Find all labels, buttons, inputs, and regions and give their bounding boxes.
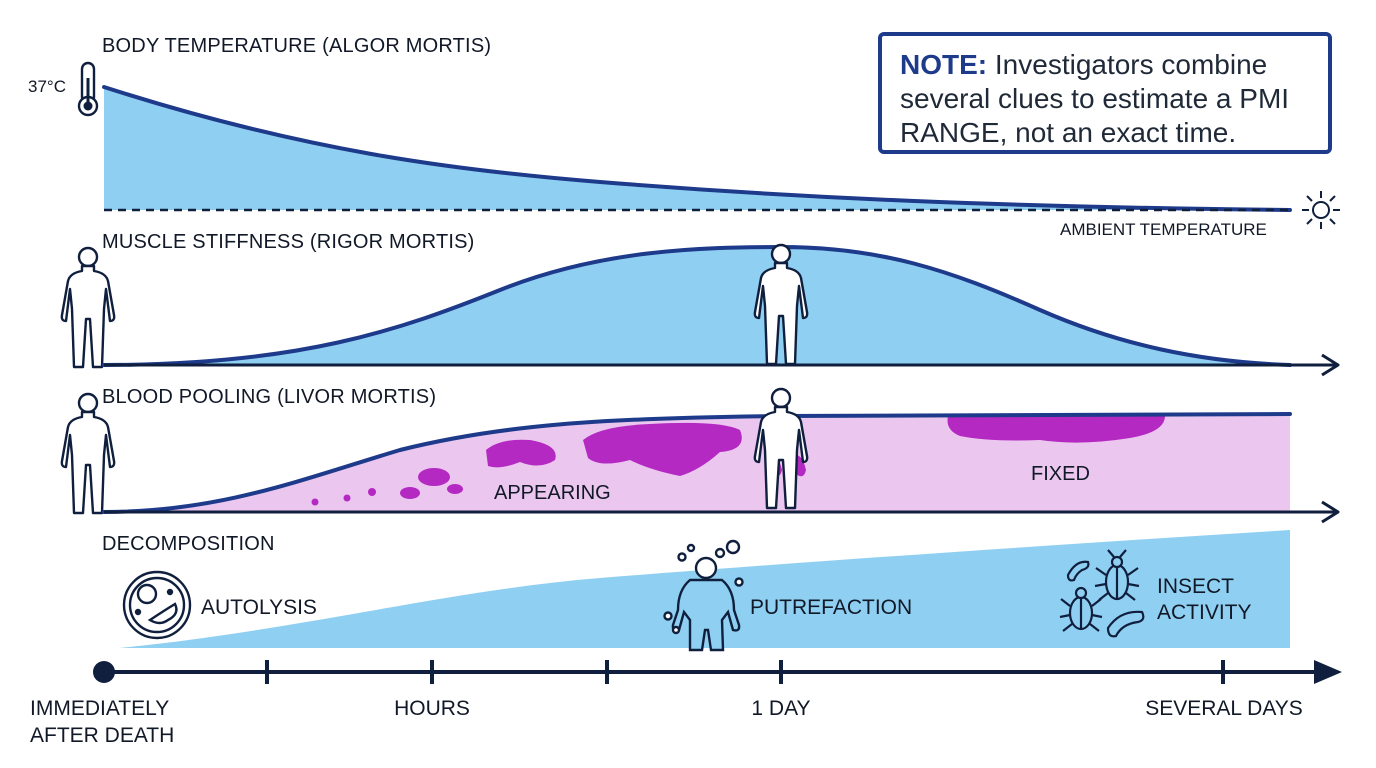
- livor-axis-arrow: [1321, 500, 1340, 524]
- rigor-curve: [102, 244, 1292, 367]
- timeline-label-hours: HOURS: [394, 697, 470, 720]
- timeline-arrow: [1314, 660, 1342, 684]
- livor-section: BLOOD POOLING (LIVOR MORTIS) APPEARING F…: [60, 386, 1340, 524]
- decomposition-stage-autolysis: AUTOLYSIS: [201, 596, 317, 619]
- decomposition-stage-insect-line1: INSECT: [1157, 575, 1234, 598]
- note-box: NOTE: Investigators combine several clue…: [878, 32, 1332, 154]
- decomposition-section: DECOMPOSITION AUTOLYSIS PUTREFACTION: [102, 530, 1290, 652]
- livor-title: BLOOD POOLING (LIVOR MORTIS): [102, 386, 436, 408]
- rigor-title: MUSCLE STIFFNESS (RIGOR MORTIS): [102, 231, 475, 253]
- ambient-temperature-label: AMBIENT TEMPERATURE: [1060, 220, 1267, 239]
- decomposition-stage-putrefaction: PUTREFACTION: [750, 596, 912, 619]
- snowflake-sun-icon: [1302, 191, 1340, 229]
- livor-stage-appearing: APPEARING: [494, 482, 611, 504]
- timeline-start-dot: [93, 661, 115, 683]
- timeline-label-start-line1: IMMEDIATELY: [30, 697, 169, 720]
- timeline-label-start-line2: AFTER DEATH: [30, 724, 174, 747]
- livor-stage-fixed: FIXED: [1031, 463, 1090, 485]
- algor-section: BODY TEMPERATURE (ALGOR MORTIS) 37°C AMB…: [28, 35, 1340, 239]
- temperature-area: [104, 87, 1290, 210]
- main-timeline: IMMEDIATELY AFTER DEATH HOURS 1 DAY SEVE…: [30, 660, 1342, 747]
- decomposition-stage-insect-line2: ACTIVITY: [1157, 601, 1252, 624]
- rigor-area: [104, 247, 1290, 365]
- livor-curve: [102, 412, 1292, 514]
- beetle-icon: [1059, 586, 1103, 632]
- temperature-curve: [102, 85, 1292, 212]
- bloated-figure-icon: [663, 539, 744, 652]
- note-text: NOTE: Investigators combine several clue…: [900, 48, 1310, 150]
- timeline-label-several-days: SEVERAL DAYS: [1145, 697, 1303, 720]
- note-body: Investigators combine several clues to e…: [900, 49, 1290, 148]
- timeline-label-day: 1 DAY: [751, 697, 810, 720]
- blood-pooling-blots: [311, 416, 1165, 506]
- human-figure-icon: [60, 392, 116, 515]
- decomposition-title: DECOMPOSITION: [102, 533, 275, 555]
- note-bold-label: NOTE:: [900, 49, 988, 80]
- human-figure-icon: [60, 246, 116, 369]
- beetle-icon: [1094, 549, 1140, 601]
- rigor-section: MUSCLE STIFFNESS (RIGOR MORTIS): [60, 231, 1340, 377]
- maggot-icon: [1106, 610, 1145, 638]
- start-temperature-label: 37°C: [28, 77, 66, 96]
- maggot-icon: [1066, 560, 1090, 582]
- thermometer-icon: [77, 61, 99, 117]
- bacteria-cell-icon: [122, 570, 192, 640]
- rigor-axis-arrow: [1321, 353, 1340, 377]
- algor-title: BODY TEMPERATURE (ALGOR MORTIS): [102, 35, 491, 57]
